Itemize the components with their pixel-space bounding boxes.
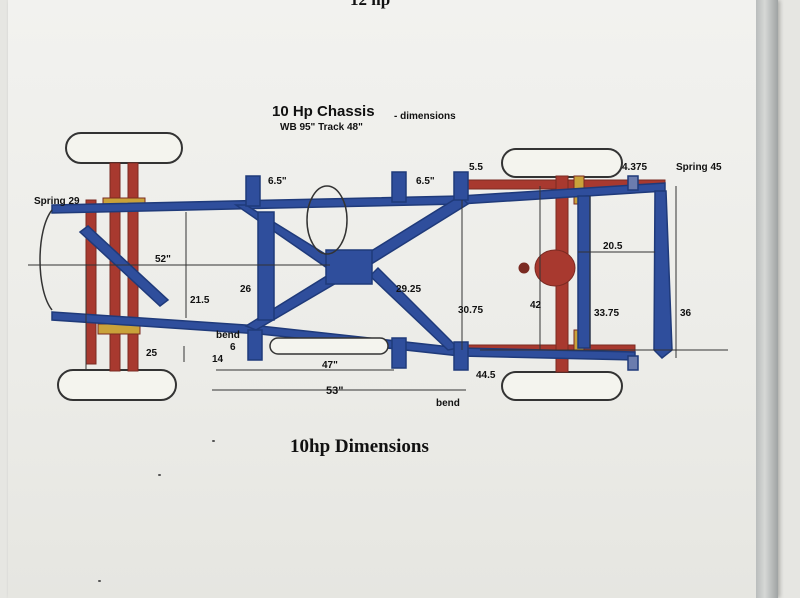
front-axle-beam bbox=[85, 199, 97, 365]
print-speck bbox=[158, 474, 161, 476]
front-crossmember bbox=[257, 211, 275, 321]
frame-bracket-2 bbox=[391, 171, 407, 203]
rear-frame-horn bbox=[653, 190, 673, 360]
rear-axle-assembly bbox=[464, 175, 666, 373]
label-bend-left: bend bbox=[216, 330, 240, 341]
rear-top-tire bbox=[501, 148, 623, 178]
cut-off-heading: 12 hp bbox=[350, 0, 390, 10]
label-53: 53" bbox=[326, 385, 343, 397]
label-26: 26 bbox=[240, 284, 252, 295]
label-44-5: 44.5 bbox=[476, 370, 496, 381]
front-axle-assembly bbox=[85, 162, 146, 372]
rear-differential bbox=[534, 249, 576, 287]
label-42: 42 bbox=[530, 300, 542, 311]
label-spring-rear: Spring 45 bbox=[676, 162, 722, 173]
label-6-5-right: 6.5" bbox=[416, 176, 435, 187]
diagram-title-suffix: - dimensions bbox=[394, 111, 456, 122]
tires bbox=[57, 132, 623, 401]
frame bbox=[51, 171, 673, 371]
print-speck bbox=[212, 440, 215, 442]
print-speck bbox=[98, 580, 101, 582]
label-30-75: 30.75 bbox=[458, 305, 483, 316]
rear-crossmember bbox=[577, 195, 591, 349]
x-member-upper-left bbox=[233, 204, 340, 271]
label-21-5: 21.5 bbox=[190, 295, 210, 306]
pinion-yoke bbox=[518, 262, 530, 274]
dimension-labels: Spring 29 Spring 45 4.375 5.5 6.5" 6.5" … bbox=[34, 162, 722, 409]
frame-bracket-3 bbox=[453, 171, 469, 201]
label-4-375: 4.375 bbox=[622, 162, 647, 173]
frame-bracket-6 bbox=[453, 341, 469, 371]
label-47: 47" bbox=[322, 360, 338, 371]
front-top-tire bbox=[65, 132, 183, 164]
x-member-lower-right bbox=[368, 266, 460, 351]
exhaust-muffler bbox=[269, 337, 389, 355]
steering-loop bbox=[306, 185, 348, 255]
label-6-5-left: 6.5" bbox=[268, 176, 287, 187]
x-member-center bbox=[325, 249, 373, 285]
label-33-75: 33.75 bbox=[594, 308, 619, 319]
label-6: 6 bbox=[230, 342, 236, 353]
frame-bracket-5 bbox=[391, 337, 407, 369]
figure-caption: 10hp Dimensions bbox=[290, 436, 429, 457]
label-52: 52" bbox=[155, 254, 171, 265]
front-spring-outline bbox=[39, 209, 53, 311]
label-14: 14 bbox=[212, 354, 224, 365]
frame-bracket-4 bbox=[247, 329, 263, 361]
dimension-lines bbox=[28, 186, 728, 391]
label-spring-front: Spring 29 bbox=[34, 196, 80, 207]
page-edge-strip bbox=[756, 0, 778, 598]
rear-shackle-top bbox=[627, 175, 639, 191]
rear-bottom-tire bbox=[501, 371, 623, 401]
front-diagonal-brace bbox=[78, 225, 170, 307]
label-36: 36 bbox=[680, 308, 692, 319]
label-bend-bottom: bend bbox=[436, 398, 460, 409]
front-bottom-tire bbox=[57, 369, 177, 401]
label-25: 25 bbox=[146, 348, 158, 359]
label-5-5: 5.5 bbox=[469, 162, 483, 173]
label-29-25: 29.25 bbox=[396, 284, 421, 295]
rear-shackle-bottom bbox=[627, 355, 639, 371]
front-crossbar-outline bbox=[39, 185, 389, 355]
frame-bracket-1 bbox=[245, 175, 261, 207]
diagram-subtitle: WB 95" Track 48" bbox=[280, 122, 363, 133]
diagram-title: 10 Hp Chassis bbox=[272, 103, 375, 120]
label-20-5: 20.5 bbox=[603, 241, 623, 252]
